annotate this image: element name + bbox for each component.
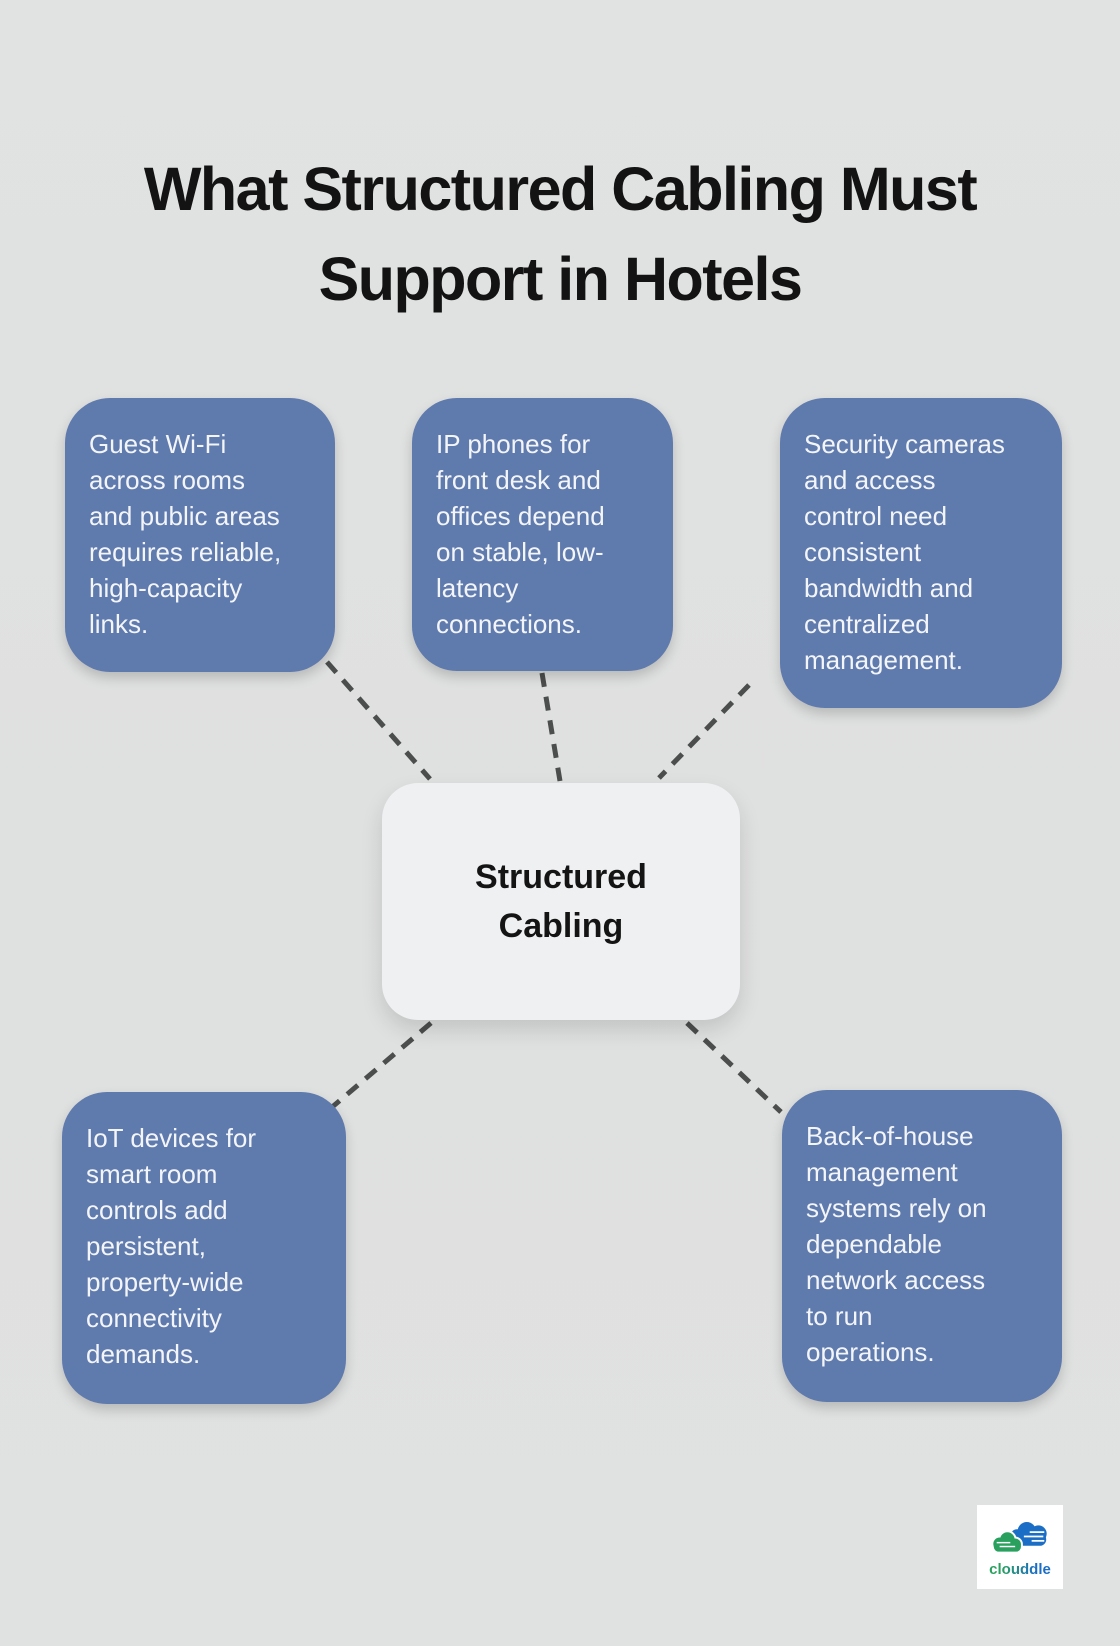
brand-logo: clouddle xyxy=(977,1505,1063,1589)
connector-security xyxy=(657,683,751,780)
page-title: What Structured Cabling Must Support in … xyxy=(143,154,978,313)
node-back-of-house: Back-of-house management systems rely on… xyxy=(782,1090,1062,1402)
node-guest-wifi: Guest Wi-Fi across rooms and public area… xyxy=(65,398,335,672)
cloud-icon xyxy=(991,1522,1047,1554)
center-node-structured-cabling: Structured Cabling xyxy=(382,783,740,1020)
connector-ip-phones xyxy=(539,672,563,782)
connector-guest-wifi xyxy=(325,660,432,781)
connector-iot xyxy=(329,1021,433,1110)
brand-name: clouddle xyxy=(989,1561,1051,1578)
connector-back-of-house xyxy=(685,1021,783,1114)
node-security-cameras: Security cameras and access control need… xyxy=(780,398,1062,708)
node-iot-devices: IoT devices for smart room controls add … xyxy=(62,1092,346,1404)
node-ip-phones: IP phones for front desk and offices dep… xyxy=(412,398,673,671)
